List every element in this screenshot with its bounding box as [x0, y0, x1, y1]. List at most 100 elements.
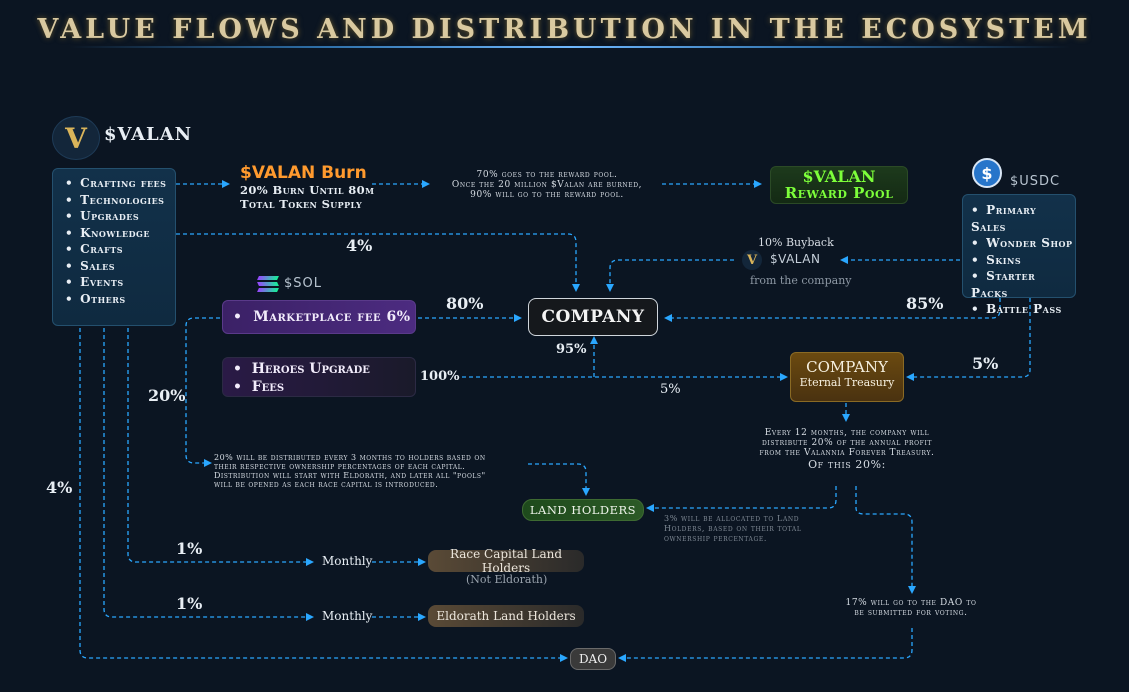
land-alloc-line1: 3% will be allocated to Land: [664, 514, 800, 523]
valan-item: Others: [65, 291, 175, 308]
valan-label: $VALAN: [104, 124, 193, 145]
heroes-box: • Heroes Upgrade • Fees: [222, 357, 416, 397]
burn-block: $VALAN Burn 20% Burn Until 80m Total Tok…: [240, 163, 380, 211]
reward-pool-line1: $VALAN: [802, 167, 876, 186]
usdc-item: Battle Pass: [971, 301, 1075, 318]
arrow-marketplace-landnote: [185, 317, 220, 467]
title-divider: [70, 46, 1070, 48]
arrow-buyback-company: [606, 259, 734, 292]
marketplace-fee-label: • Marketplace fee 6%: [233, 309, 411, 325]
usdc-icon: $: [972, 158, 1002, 188]
usdc-item: Wonder Shop: [971, 235, 1075, 252]
race-capital-label: Race Capital Land Holders: [449, 547, 563, 575]
usdc-item: Primary Sales: [971, 202, 1075, 235]
company-box: COMPANY: [528, 298, 658, 336]
valan-item: Events: [65, 274, 175, 291]
usdc-item: Starter Packs: [971, 268, 1075, 301]
valan-logo: V: [52, 116, 100, 160]
company-label: COMPANY: [541, 307, 645, 327]
burn-line1: 20% Burn Until 80m: [240, 183, 375, 197]
valan-item: Crafts: [65, 241, 175, 258]
arrow-daonote-dao: [618, 628, 913, 662]
land-holders-label: LAND HOLDERS: [529, 503, 637, 517]
heroes-item: • Fees: [233, 379, 285, 395]
reward-pool-line2: Reward Pool: [784, 184, 894, 202]
land-note-line1: 20% will be distributed every 3 months t…: [214, 453, 486, 462]
sol-label: $SOL: [284, 276, 322, 291]
land-alloc-line3: ownership percentage.: [664, 534, 768, 543]
land-distribution-note: 20% will be distributed every 3 months t…: [214, 453, 534, 489]
arrow-valan-eldorath: [103, 328, 314, 621]
race-capital-box: Race Capital Land Holders: [428, 547, 584, 575]
arrow-valan-company: [176, 233, 580, 292]
dao-note: 17% will go to the DAO to be submitted f…: [818, 598, 1004, 618]
reward-note-line1: 70% goes to the reward pool.: [476, 170, 618, 180]
heroes-item-text: Fees: [251, 379, 285, 395]
buyback-source: from the company: [750, 274, 852, 287]
land-holders-box: LAND HOLDERS: [522, 499, 644, 521]
dao-note-line2: be submitted for voting.: [854, 608, 968, 618]
dao-note-line1: 17% will go to the DAO to: [845, 598, 977, 608]
valan-sources-box: Crafting fees Technologies Upgrades Know…: [52, 168, 176, 326]
treasury-line1: COMPANY: [806, 358, 888, 376]
land-note-line3: Distribution will start with Eldorath, a…: [214, 471, 486, 480]
usdc-item: Skins: [971, 252, 1075, 269]
arrow-20-daonote: [855, 486, 916, 594]
marketplace-fee-box: • Marketplace fee 6%: [222, 300, 416, 334]
treasury-note-line1: Every 12 months, the company will: [764, 428, 930, 438]
page-title: VALUE FLOWS AND DISTRIBUTION IN THE ECOS…: [37, 14, 1092, 45]
land-alloc-note: 3% will be allocated to Land Holders, ba…: [664, 514, 864, 544]
pct-5-heroes: 5%: [660, 382, 681, 397]
valan-item: Crafting fees: [65, 175, 175, 192]
valan-item: Sales: [65, 258, 175, 275]
eldorath-label: Eldorath Land Holders: [436, 609, 576, 623]
pct-100: 100%: [420, 369, 460, 384]
treasury-note: Every 12 months, the company will distri…: [716, 428, 978, 470]
dao-label: DAO: [578, 652, 608, 666]
arrow-20-holders: [646, 486, 837, 512]
buyback-valan-icon: V: [742, 250, 762, 270]
arrow-valan-dao: [79, 328, 568, 662]
treasury-line2: Eternal Treasury: [799, 376, 895, 389]
arrow-usdc-treasury: [906, 298, 1031, 381]
land-note-line2: their respective ownership percentages o…: [214, 462, 466, 471]
buyback-token: $VALAN: [770, 252, 821, 266]
valan-logo-icon: V: [65, 121, 87, 155]
pct-valan-eldorath: 1%: [176, 594, 203, 613]
pct-valan-company: 4%: [346, 236, 373, 255]
eldorath-box: Eldorath Land Holders: [428, 605, 584, 627]
reward-note-line2: Once the 20 million $Valan are burned,: [451, 180, 643, 190]
pct-valan-race: 1%: [176, 539, 203, 558]
treasury-note-line3: from the Valannia Forever Treasury.: [759, 448, 935, 458]
buyback-line1: 10% Buyback: [758, 236, 834, 249]
valan-item: Knowledge: [65, 225, 175, 242]
arrow-landnote-holders: [528, 463, 590, 496]
pct-marketplace: 80%: [446, 294, 484, 313]
marketplace-fee-text: Marketplace fee 6%: [253, 309, 411, 325]
monthly-eldorath: Monthly: [322, 609, 373, 623]
burn-title: $VALAN Burn: [240, 163, 367, 183]
reward-pool-box: $VALAN Reward Pool: [770, 166, 908, 204]
treasury-note-line2: distribute 20% of the annual profit: [761, 438, 933, 448]
valan-item: Technologies: [65, 192, 175, 209]
arrow-valan-race: [127, 328, 314, 566]
pct-usdc-company: 85%: [906, 294, 944, 313]
usdc-label: $USDC: [1010, 174, 1061, 189]
burn-line2: Total Token Supply: [240, 197, 363, 211]
land-alloc-line2: Holders, based on their total: [664, 524, 802, 533]
reward-note-line3: 90% will go to the reward pool.: [470, 190, 624, 200]
pct-valan-dao: 4%: [46, 478, 73, 497]
pct-95: 95%: [556, 342, 587, 357]
land-note-line4: will be opened as each race capital is i…: [214, 480, 439, 489]
monthly-race: Monthly: [322, 554, 373, 568]
heroes-item: • Heroes Upgrade: [233, 361, 370, 377]
arrow-usdc-company: [664, 298, 1001, 322]
sol-icon: [257, 276, 279, 292]
heroes-item-text: Heroes Upgrade: [251, 361, 370, 377]
reward-note: 70% goes to the reward pool. Once the 20…: [432, 170, 662, 200]
race-capital-note: (Not Eldorath): [466, 573, 548, 586]
usdc-sources-box: Primary Sales Wonder Shop Skins Starter …: [962, 194, 1076, 316]
pct-marketplace-land: 20%: [148, 386, 186, 405]
treasury-box: COMPANY Eternal Treasury: [790, 352, 904, 402]
